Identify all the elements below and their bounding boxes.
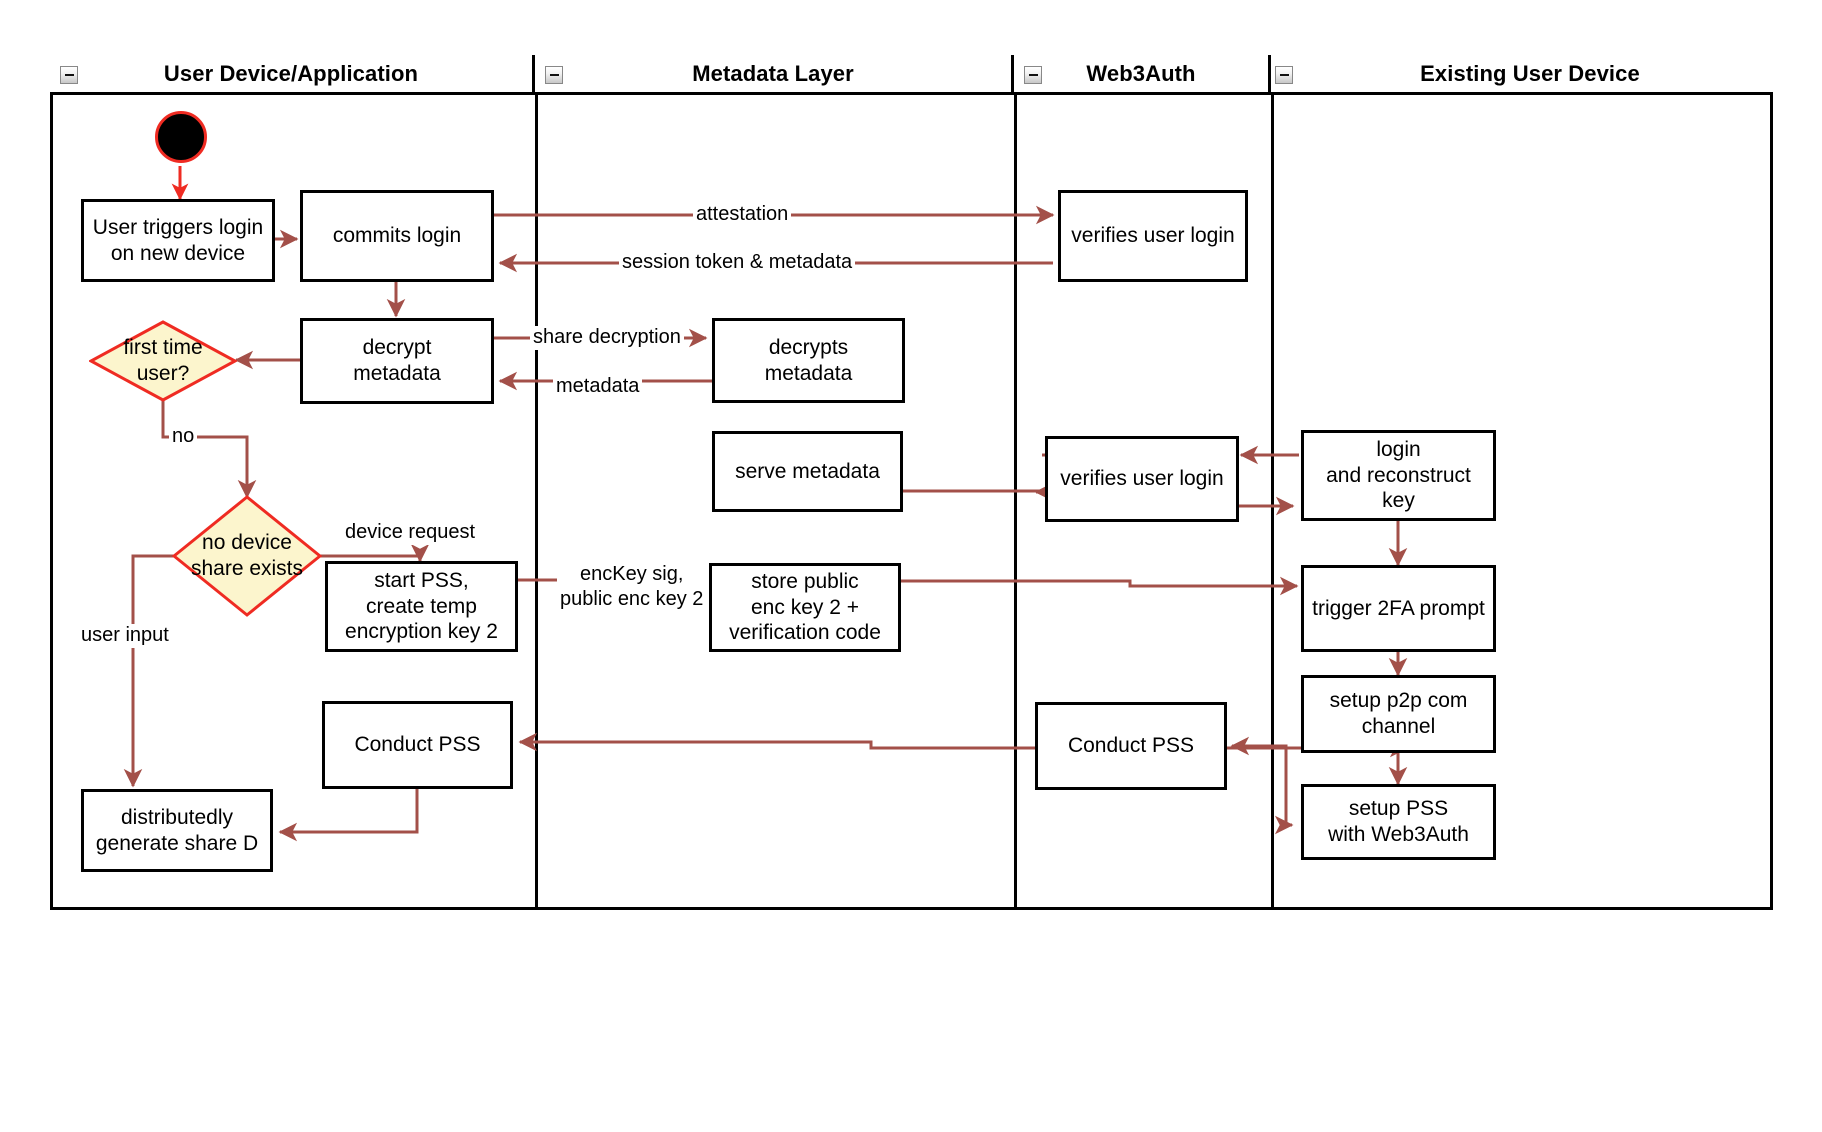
edge-label-enckey-sig: encKey sig, public enc key 2 [557,562,707,612]
lane-divider-3 [1271,95,1274,910]
lane-title-user-device: User Device/Application [163,60,419,86]
edge-label-attestation: attestation [693,203,792,227]
node-decrypt-metadata[interactable]: decrypt metadata [300,318,494,404]
edge-label-no: no [169,425,198,449]
edge-label-session-token: session token & metadata [619,251,856,275]
minus-icon-lane-existing-device[interactable] [1275,66,1293,84]
lane-title-existing-device: Existing User Device [1420,60,1640,86]
node-first-time-user[interactable]: first time user? [89,320,237,402]
node-decrypts-metadata[interactable]: decrypts metadata [712,318,905,403]
node-no-device-share-exists[interactable]: no device share exists [172,495,322,617]
node-setup-p2p-com-channel[interactable]: setup p2p com channel [1301,675,1496,753]
node-conduct-pss-user-device[interactable]: Conduct PSS [322,701,513,789]
lane-header-existing-device[interactable]: Existing User Device [1271,55,1773,95]
node-start-pss[interactable]: start PSS, create temp encryption key 2 [325,561,518,652]
lane-header-web3auth[interactable]: Web3Auth [1014,55,1271,95]
lane-title-web3auth: Web3Auth [1086,60,1196,86]
node-verifies-user-login-top[interactable]: verifies user login [1058,190,1248,282]
minus-icon-lane-user-device[interactable] [60,66,78,84]
lane-divider-2 [1014,95,1017,910]
edge-label-share-decryption: share decryption [530,326,684,350]
node-commits-login[interactable]: commits login [300,190,494,282]
edge-label-user-input: user input [78,624,172,648]
node-conduct-pss-web3auth[interactable]: Conduct PSS [1035,702,1227,790]
swimlane-frame [50,55,1773,910]
edge-label-metadata: metadata [553,375,643,399]
node-trigger-2fa-prompt[interactable]: trigger 2FA prompt [1301,565,1496,652]
lane-divider-1 [535,95,538,910]
start-node[interactable] [155,111,207,163]
minus-icon-lane-web3auth[interactable] [1024,66,1042,84]
node-distributedly-generate-share-d[interactable]: distributedly generate share D [81,789,273,872]
node-store-public-enc-key[interactable]: store public enc key 2 + verification co… [709,563,901,652]
lane-header-metadata[interactable]: Metadata Layer [535,55,1014,95]
lane-title-metadata: Metadata Layer [692,60,854,86]
lane-header-user-device[interactable]: User Device/Application [50,55,535,95]
node-verifies-user-login-mid[interactable]: verifies user login [1045,436,1239,522]
minus-icon-lane-metadata[interactable] [545,66,563,84]
node-setup-pss-with-web3auth[interactable]: setup PSS with Web3Auth [1301,784,1496,860]
node-login-and-reconstruct-key[interactable]: login and reconstruct key [1301,430,1496,521]
node-serve-metadata[interactable]: serve metadata [712,431,903,512]
edge-label-device-request: device request [342,521,479,545]
node-user-triggers-login[interactable]: User triggers login on new device [81,199,275,282]
